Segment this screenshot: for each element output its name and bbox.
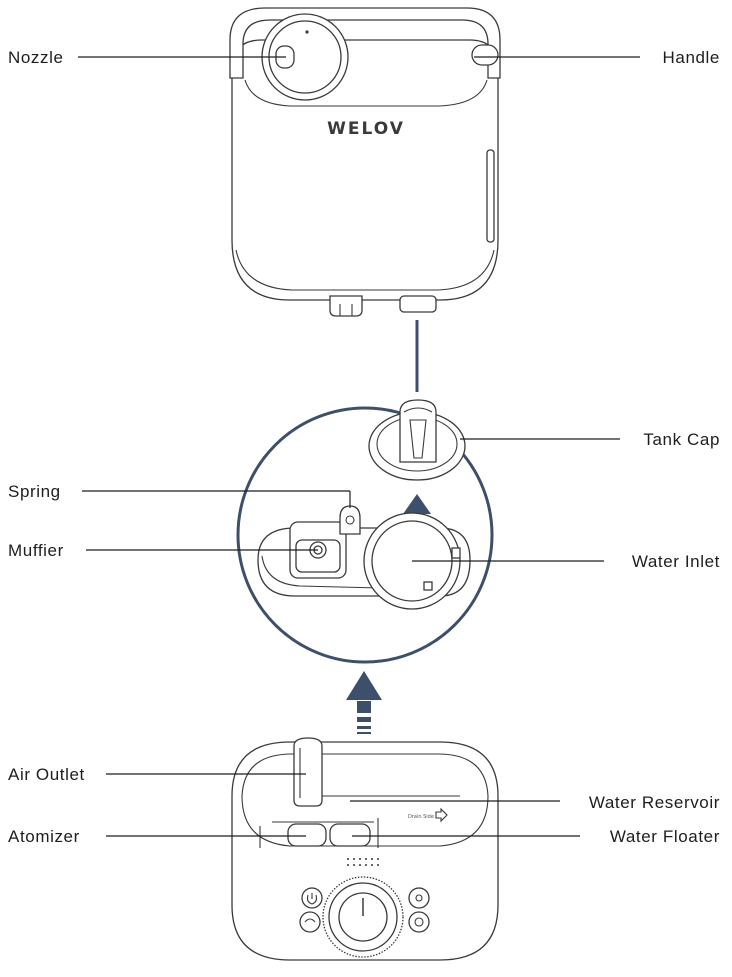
leader-lines bbox=[78, 56, 640, 837]
tank-cap bbox=[368, 399, 466, 481]
light-button-icon bbox=[408, 887, 430, 909]
humidifier-base: Drain Side bbox=[231, 737, 499, 961]
air-outlet bbox=[293, 737, 323, 807]
power-button-icon bbox=[301, 887, 323, 909]
level-indicator-dots bbox=[347, 858, 379, 866]
nozzle bbox=[261, 13, 349, 101]
mist-button-icon bbox=[299, 911, 321, 933]
handle bbox=[471, 44, 499, 66]
water-floater bbox=[329, 823, 371, 847]
tray-lid bbox=[257, 505, 471, 610]
label-muffler: Muffier bbox=[8, 541, 64, 560]
drain-side-label: Drain Side bbox=[408, 814, 434, 820]
atomizer bbox=[287, 823, 327, 847]
detail-circle bbox=[236, 406, 494, 664]
spring bbox=[339, 505, 361, 535]
timer-button-icon bbox=[408, 911, 430, 933]
insert-arrow-large bbox=[346, 671, 382, 734]
labels: Nozzle Handle Tank Cap Spring Muffier Wa… bbox=[8, 48, 720, 846]
label-tank-cap: Tank Cap bbox=[643, 430, 720, 449]
label-atomizer: Atomizer bbox=[8, 827, 80, 846]
brand-logo: WELOV bbox=[327, 119, 405, 139]
label-spring: Spring bbox=[8, 482, 61, 501]
label-water-floater: Water Floater bbox=[610, 827, 720, 846]
label-nozzle: Nozzle bbox=[8, 48, 64, 67]
label-water-reservoir: Water Reservoir bbox=[589, 793, 720, 812]
label-handle: Handle bbox=[663, 48, 720, 67]
label-water-inlet: Water Inlet bbox=[632, 552, 720, 571]
label-air-outlet: Air Outlet bbox=[8, 765, 85, 784]
water-tank: WELOV bbox=[229, 7, 501, 317]
control-knob bbox=[322, 876, 404, 958]
